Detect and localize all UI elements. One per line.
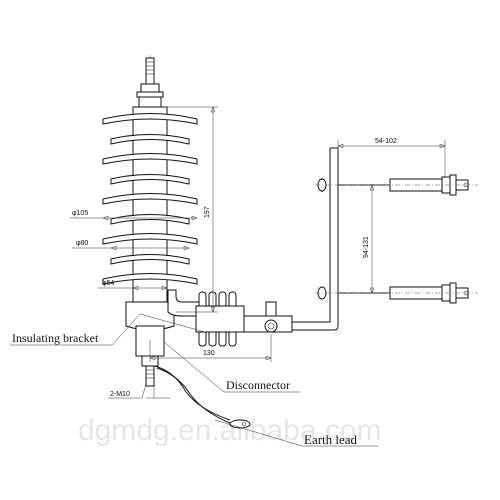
dim-2-m10 xyxy=(108,383,170,399)
mounting-arm xyxy=(292,147,339,331)
bracket-bolt xyxy=(243,301,293,333)
dim-197 xyxy=(160,106,218,313)
earth-lead-label: Earth lead xyxy=(304,432,358,447)
insulating-bracket-leader xyxy=(10,313,206,346)
dim-130-label: 130 xyxy=(203,350,215,357)
earth-lead-leader xyxy=(214,419,378,447)
disconnector-leader xyxy=(163,341,300,393)
bracket-sheds xyxy=(195,291,245,347)
dim-94-131-label: 94-131 xyxy=(363,236,370,258)
disconnector-label: Disconnector xyxy=(226,378,290,392)
dim-phi80-label: φ80 xyxy=(76,240,88,247)
dim-phi105-label: φ105 xyxy=(72,210,88,217)
dim-197-label: 197 xyxy=(204,206,211,218)
dim-130 xyxy=(149,334,272,362)
weather-sheds xyxy=(102,113,198,285)
dim-phi105 xyxy=(70,215,198,221)
dim-54-102-label: 54-102 xyxy=(375,138,397,145)
top-terminal xyxy=(136,57,164,108)
dim-phi80 xyxy=(72,245,190,251)
dim-phi54-label: φ54 xyxy=(102,280,114,287)
dim-54-102 xyxy=(337,140,446,178)
dim-2-m10-label: 2-M10 xyxy=(110,391,130,398)
dim-phi54 xyxy=(98,285,168,291)
dim-94-131 xyxy=(369,184,375,294)
insulating-bracket-label: Insulating bracket xyxy=(12,331,99,345)
